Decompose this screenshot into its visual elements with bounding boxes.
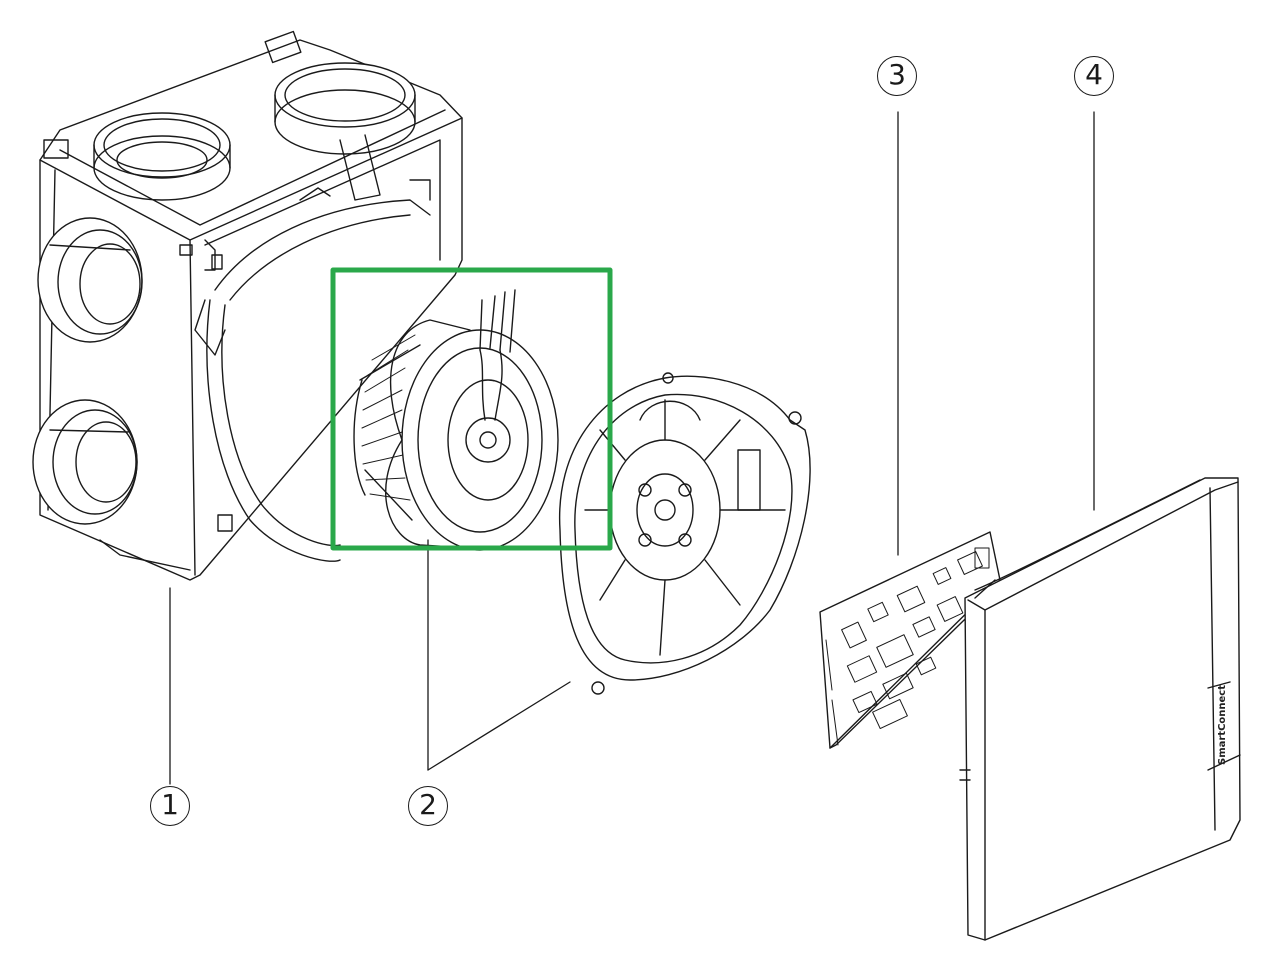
callout-2: 2 bbox=[408, 786, 448, 826]
cover-brand-label: SmartConnect bbox=[1217, 685, 1228, 765]
control-board bbox=[819, 531, 1001, 749]
blower-impeller bbox=[353, 289, 559, 551]
front-cover bbox=[959, 477, 1241, 941]
callout-4-label: 4 bbox=[1085, 58, 1103, 91]
callout-1-label: 1 bbox=[161, 788, 179, 821]
callout-3-label: 3 bbox=[888, 58, 906, 91]
callout-2-label: 2 bbox=[419, 788, 437, 821]
highlight-box bbox=[330, 267, 613, 551]
blower-volute bbox=[558, 372, 811, 695]
callout-4: 4 bbox=[1074, 56, 1114, 96]
callout-3: 3 bbox=[877, 56, 917, 96]
leader-lines bbox=[169, 111, 1095, 785]
callout-1: 1 bbox=[150, 786, 190, 826]
housing-part bbox=[32, 30, 463, 581]
